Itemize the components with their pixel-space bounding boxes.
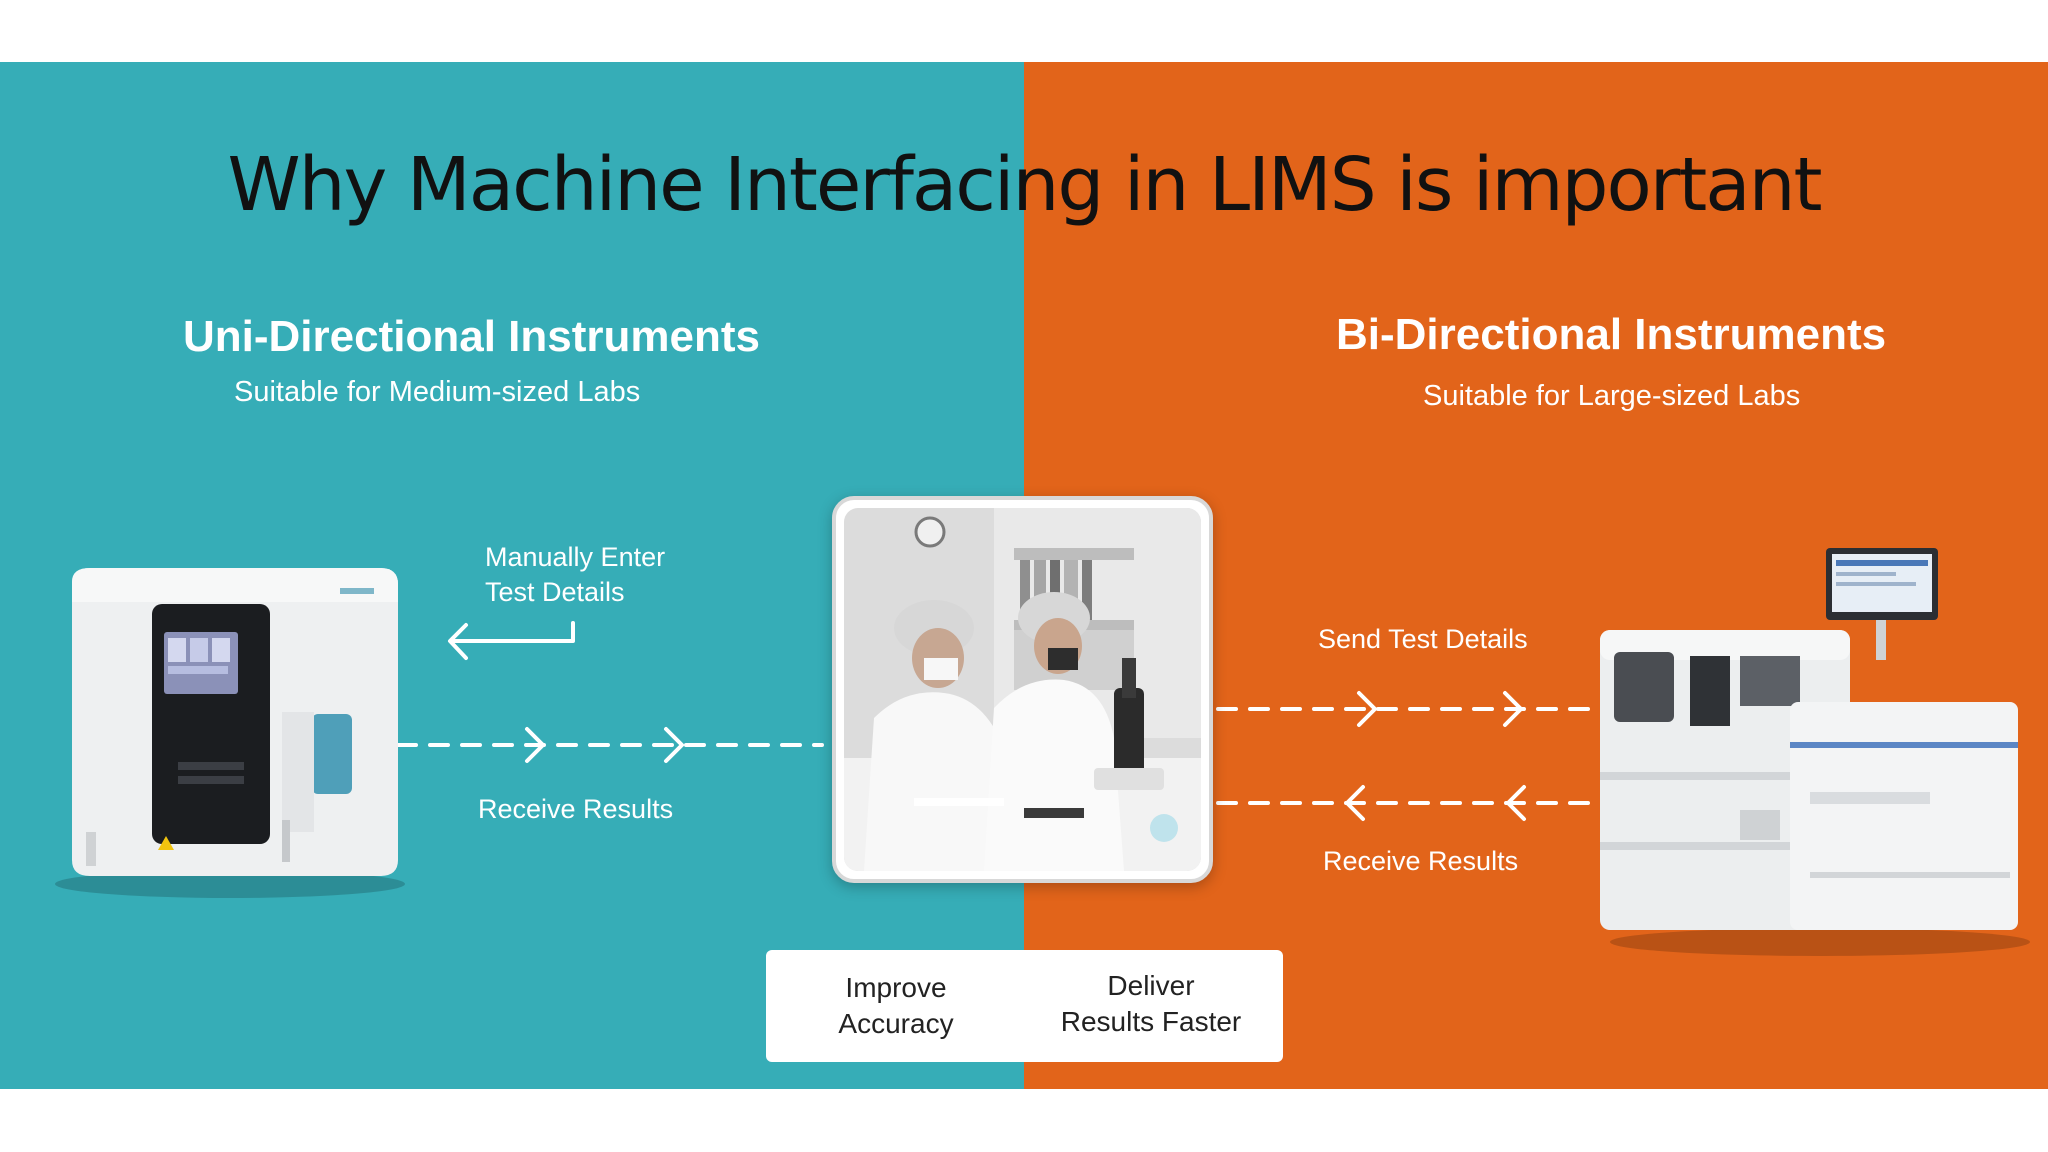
bi-directional-analyzer-image [1600,548,2030,956]
bi-directional-subheading: Suitable for Large-sized Labs [1423,380,1801,412]
manual-entry-label: Manually Enter Test Details [485,540,665,610]
lab-photo-frame [832,496,1213,883]
uni-directional-heading: Uni-Directional Instruments [183,312,760,361]
banner: Why Machine Interfacing in LIMS is impor… [0,62,2048,1089]
uni-receive-dashed-arrow [396,727,824,763]
benefit-deliver-results-faster: Deliver Results Faster [1060,970,1242,1037]
uni-receive-results-label: Receive Results [478,794,674,824]
benefit-improve-accuracy: Improve Accuracy [838,972,954,1039]
manual-entry-label-line2: Test Details [485,577,625,607]
send-dashed-arrow [1216,691,1600,727]
manual-entry-arrow [448,621,575,660]
bi-receive-dashed-arrow [1216,785,1600,821]
manual-entry-label-line1: Manually Enter [485,542,666,572]
lab-scientists-photo [844,508,1201,871]
bi-receive-results-label: Receive Results [1323,846,1519,876]
main-title: Why Machine Interfacing in LIMS is impor… [227,142,1822,228]
arrows-overlay [396,621,1600,821]
send-test-details-label: Send Test Details [1318,624,1528,654]
benefits-box: Improve Accuracy Deliver Results Faster [766,950,1283,1062]
uni-directional-subheading: Suitable for Medium-sized Labs [234,376,641,408]
uni-directional-analyzer-image [55,568,405,898]
bi-directional-heading: Bi-Directional Instruments [1336,310,1887,359]
